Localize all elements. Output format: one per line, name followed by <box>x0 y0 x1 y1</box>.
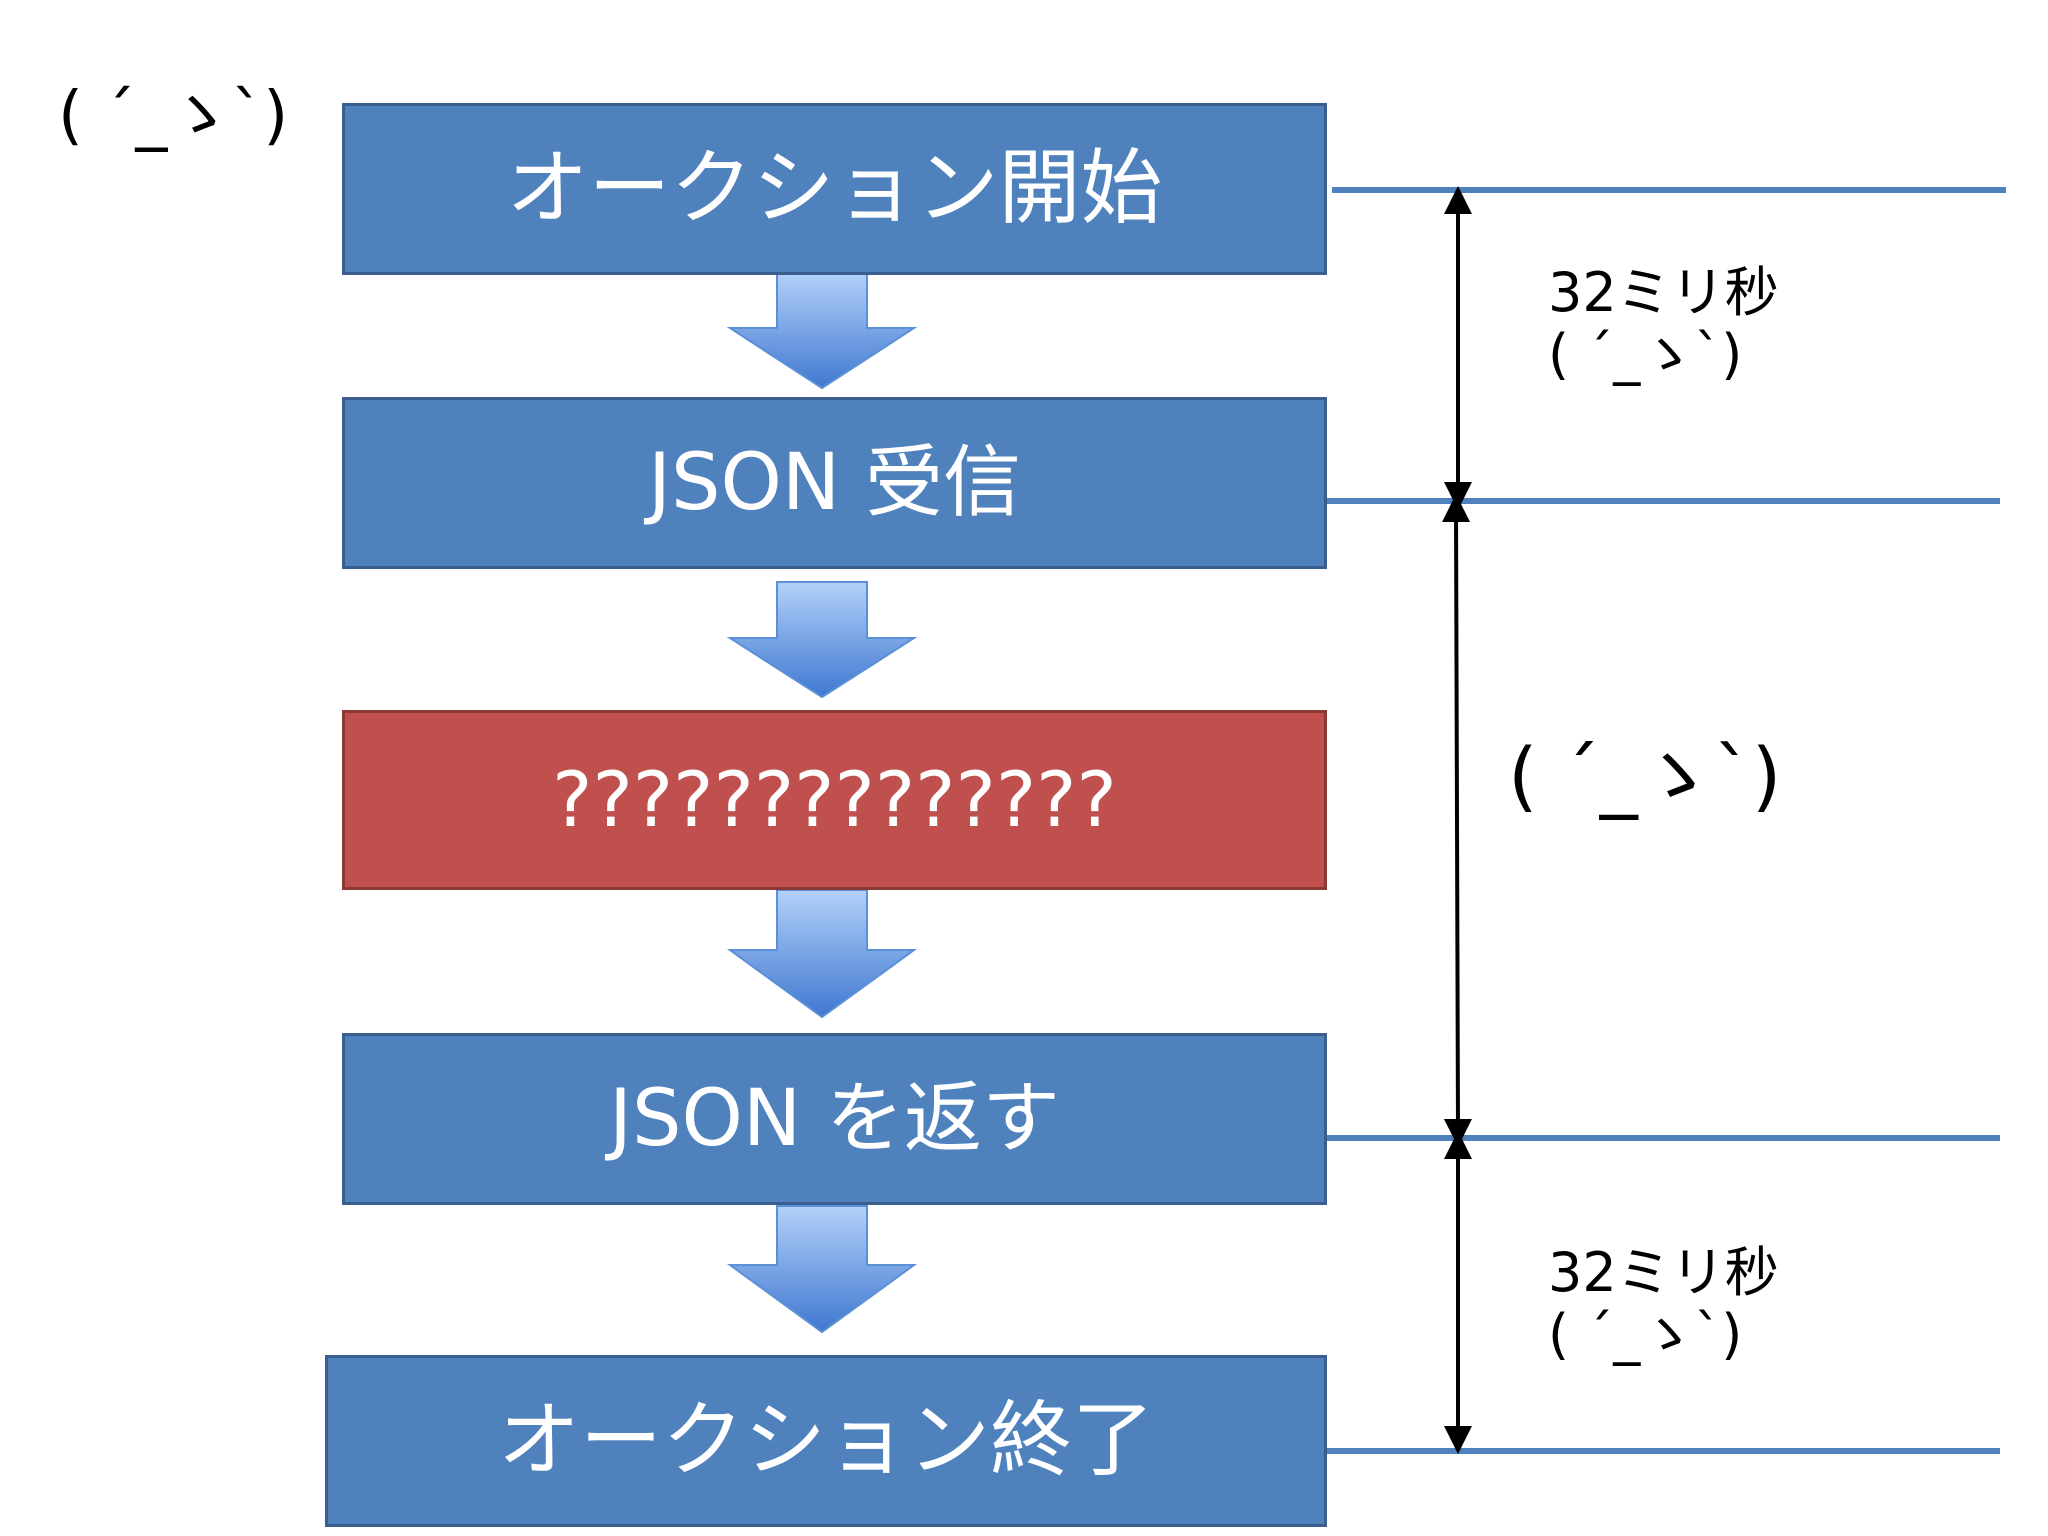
interval-face: ( ´_ゝ`) <box>1548 323 1743 387</box>
step-label: JSON を返す <box>608 1074 1061 1164</box>
step-label: JSON 受信 <box>647 438 1022 528</box>
step-label: オークション開始 <box>506 141 1163 236</box>
interval-face: ( ´_ゝ`) <box>1548 1303 1743 1367</box>
interval-label-2: ( ´_ゝ`) <box>1508 731 1782 820</box>
interval-time: 32ミリ秒 <box>1548 261 1779 324</box>
flow-arrow-4 <box>726 1205 918 1334</box>
interval-face: ( ´_ゝ`) <box>1508 731 1782 820</box>
flow-arrow-3 <box>726 889 918 1019</box>
step-auction-end: オークション終了 <box>325 1355 1327 1527</box>
corner-face-label: ( ´_ゝ`) <box>58 79 289 153</box>
interval-label-1: 32ミリ秒 ( ´_ゝ`) <box>1548 261 1779 387</box>
step-label: ?????????????? <box>552 755 1117 844</box>
step-json-returned: JSON を返す <box>342 1033 1327 1205</box>
flow-arrow-1 <box>726 272 918 390</box>
flow-arrow-2 <box>726 581 918 699</box>
step-json-received: JSON 受信 <box>342 397 1327 569</box>
interval-label-3: 32ミリ秒 ( ´_ゝ`) <box>1548 1241 1779 1367</box>
step-auction-start: オークション開始 <box>342 103 1327 275</box>
step-unknown-processing: ?????????????? <box>342 710 1327 890</box>
step-label: オークション終了 <box>497 1393 1154 1488</box>
interval-time: 32ミリ秒 <box>1548 1241 1779 1304</box>
dimension-arrow-2 <box>1442 494 1472 1147</box>
